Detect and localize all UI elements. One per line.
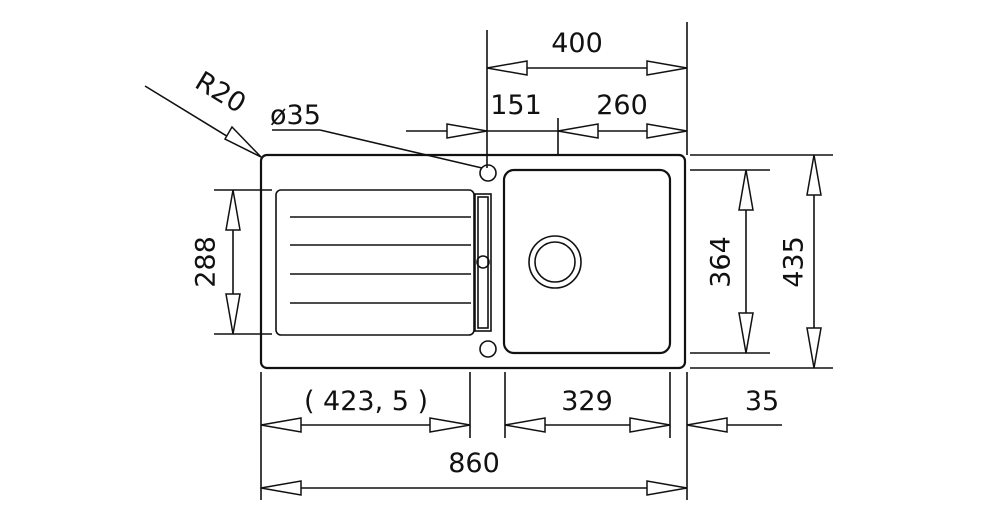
drain-inner [534, 241, 576, 283]
dim-423-5: ( 423, 5 ) [260, 386, 471, 433]
dim-35-label: 35 [745, 386, 779, 417]
dim-151-label: 151 [490, 90, 542, 121]
tap-hole-label: ø35 [270, 100, 321, 131]
dim-151-260: 151 260 [406, 90, 688, 139]
sink-body [259, 153, 687, 370]
extension-lines [214, 22, 833, 500]
drainer-board [275, 189, 475, 336]
overflow-slot [474, 193, 492, 332]
drain-outer [528, 235, 582, 289]
dim-radius: R20 [144, 66, 262, 158]
dim-400: 400 [486, 28, 688, 76]
dim-423-5-label: ( 423, 5 ) [304, 386, 428, 417]
dim-400-label: 400 [551, 28, 603, 59]
dim-435: 435 [779, 154, 822, 369]
dim-288: 288 [191, 189, 241, 335]
dim-860-label: 860 [448, 448, 500, 479]
dim-329-label: 329 [561, 386, 613, 417]
dim-364-label: 364 [706, 236, 737, 288]
radius-label: R20 [190, 66, 252, 120]
dim-35: 35 [686, 386, 782, 433]
dim-435-label: 435 [779, 236, 810, 288]
bowl-outline [502, 168, 672, 355]
dim-364: 364 [706, 169, 754, 354]
dim-tap-hole: ø35 [270, 100, 483, 169]
tap-hole-top [479, 164, 497, 182]
overflow-slot-inner [477, 196, 489, 329]
overflow-hole [476, 255, 490, 269]
dim-288-label: 288 [191, 236, 222, 288]
dim-860: 860 [260, 448, 688, 496]
dim-260-label: 260 [596, 90, 648, 121]
tap-hole-bottom [479, 340, 497, 358]
dim-329: 329 [504, 386, 671, 433]
sink-outer-outline [259, 153, 687, 370]
